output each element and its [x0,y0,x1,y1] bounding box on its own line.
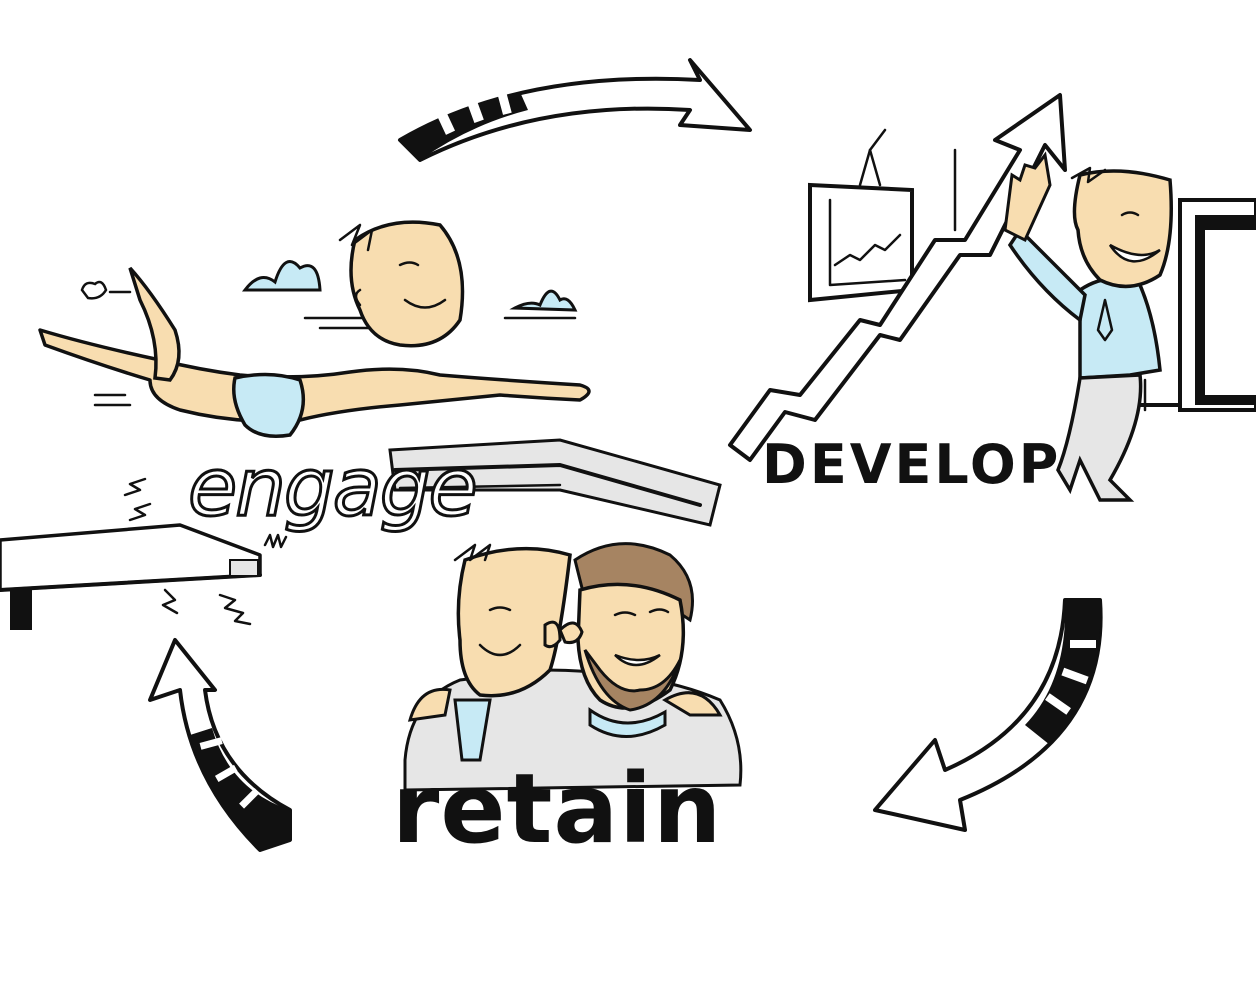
pool-edge [388,438,722,527]
right-man-beard [583,649,682,712]
man-hand [1003,151,1052,243]
label-retain: retain [392,753,722,865]
develop-scene: DEVELOP [728,93,1256,502]
cloud-left [241,260,322,292]
arrow-develop-to-retain [873,598,1103,832]
growth-arrow [728,93,1067,462]
retain-scene: retain [392,542,743,865]
label-develop: DEVELOP [762,433,1061,496]
engage-scene: engage [0,220,722,630]
arrow-retain-to-engage [148,638,292,852]
right-man-collar [588,707,667,738]
puff-icon [80,280,108,300]
label-engage: engage [188,441,476,534]
man-head [1072,169,1173,289]
swim-shorts [232,372,306,438]
arrow-engage-to-develop [398,58,752,162]
diving-board [0,523,262,592]
cloud-right [509,289,578,312]
swimmer-body [38,328,591,423]
man-trousers [1056,373,1143,502]
swimmer-head [349,220,465,348]
left-man-collar [453,698,492,762]
left-man-head [456,546,572,698]
man-shirt [1078,276,1162,380]
